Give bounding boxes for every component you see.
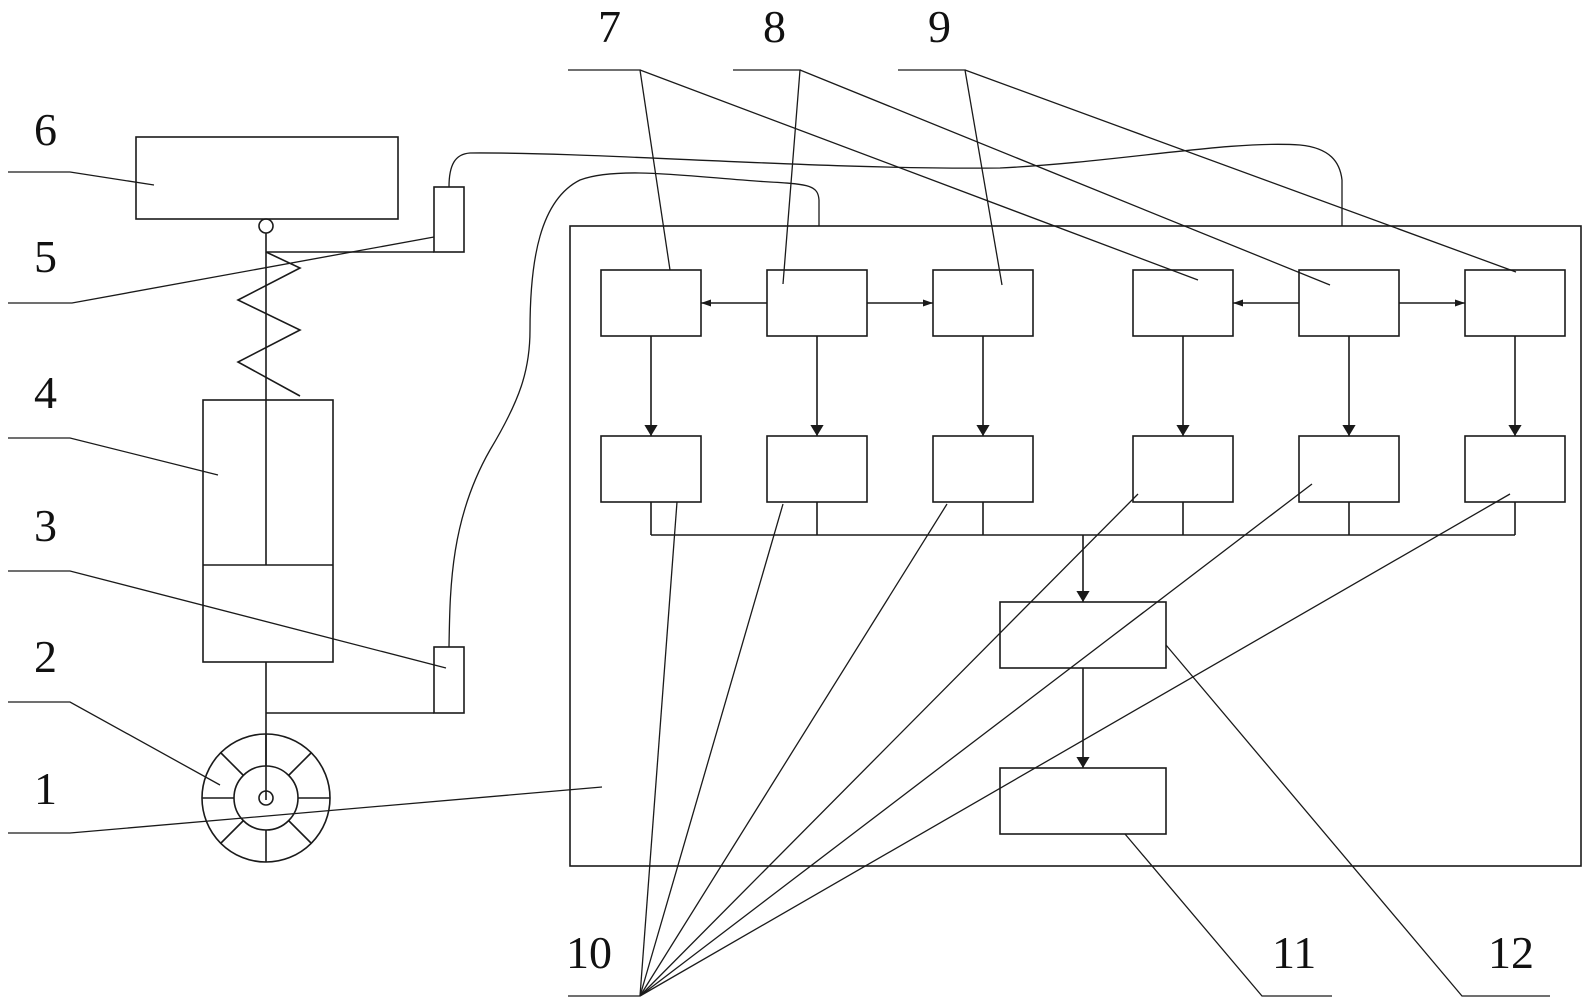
label-7: 7 bbox=[598, 1, 621, 52]
block-mid-4 bbox=[1133, 436, 1233, 502]
block-output bbox=[1000, 768, 1166, 834]
label-1: 1 bbox=[34, 763, 57, 814]
label-5: 5 bbox=[34, 231, 57, 282]
block-mid-3 bbox=[933, 436, 1033, 502]
block-top-4 bbox=[1133, 270, 1233, 336]
label-8: 8 bbox=[763, 1, 786, 52]
block-mid-6 bbox=[1465, 436, 1565, 502]
block-top-3 bbox=[933, 270, 1033, 336]
top-mount-joint bbox=[259, 219, 273, 233]
block-top-2 bbox=[767, 270, 867, 336]
label-2: 2 bbox=[34, 631, 57, 682]
label-9: 9 bbox=[928, 1, 951, 52]
label-3: 3 bbox=[34, 500, 57, 551]
label-4: 4 bbox=[34, 367, 57, 418]
label-11: 11 bbox=[1272, 927, 1316, 978]
label-10: 10 bbox=[566, 927, 612, 978]
vehicle-body-block bbox=[136, 137, 398, 219]
label-12: 12 bbox=[1488, 927, 1534, 978]
block-mid-2 bbox=[767, 436, 867, 502]
block-mid-5 bbox=[1299, 436, 1399, 502]
block-mid-1 bbox=[601, 436, 701, 502]
label-6: 6 bbox=[34, 104, 57, 155]
block-top-6 bbox=[1465, 270, 1565, 336]
block-top-1 bbox=[601, 270, 701, 336]
suspension-spring bbox=[238, 252, 300, 396]
block-top-5 bbox=[1299, 270, 1399, 336]
